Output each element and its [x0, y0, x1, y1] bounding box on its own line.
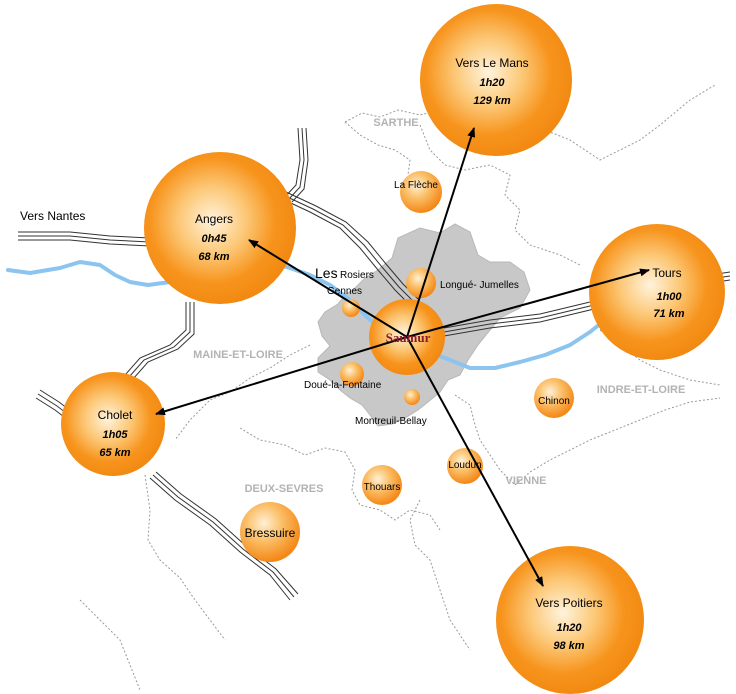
highways — [18, 127, 731, 601]
tours-time: 1h00 — [656, 291, 682, 303]
rosiers-label: Rosiers — [340, 270, 374, 281]
region-sarthe: SARTHE — [373, 117, 418, 129]
doue-circle — [340, 362, 364, 386]
chinon-label: Chinon — [538, 396, 570, 407]
poitiers-time: 1h20 — [556, 622, 582, 634]
cholet-circle — [61, 372, 165, 476]
le-mans-distance: 129 km — [473, 95, 511, 107]
poitiers-circle — [496, 546, 644, 694]
gennes-circle — [342, 299, 360, 317]
la-fleche-circle — [400, 171, 442, 213]
angers-circle — [144, 152, 296, 304]
region-maine-et-loire: MAINE-ET-LOIRE — [193, 349, 283, 361]
tours-distance: 71 km — [653, 308, 684, 320]
la-fleche-label: La Flèche — [394, 180, 438, 191]
saumur-label: Saumur — [386, 330, 431, 345]
tours-name: Tours — [652, 266, 681, 280]
les-label: Les — [315, 265, 338, 281]
arrow-cholet — [155, 336, 408, 416]
region-vienne: VIENNE — [506, 475, 547, 487]
le-mans-name: Vers Le Mans — [455, 56, 528, 70]
bressuire-circle — [240, 502, 300, 562]
region-deux-sevres: DEUX-SEVRES — [245, 483, 324, 495]
angers-time: 0h45 — [201, 233, 227, 245]
poitiers-distance: 98 km — [553, 640, 584, 652]
chinon-circle — [534, 378, 574, 418]
region-indre-et-loire: INDRE-ET-LOIRE — [597, 384, 686, 396]
cholet-time: 1h05 — [102, 429, 128, 441]
arrow-le-mans — [406, 127, 476, 338]
cholet-name: Cholet — [98, 408, 133, 422]
poitiers-name: Vers Poitiers — [535, 596, 602, 610]
route-arrows — [155, 127, 650, 587]
le-mans-time: 1h20 — [479, 77, 505, 89]
longue-label: Longué- Jumelles — [440, 280, 519, 291]
montreuil-label: Montreuil-Bellay — [355, 416, 427, 427]
arrow-angers — [248, 239, 408, 338]
le-mans-circle — [420, 4, 572, 156]
angers-distance: 68 km — [198, 251, 229, 263]
arrow-poitiers — [406, 336, 544, 587]
gennes-label: Gennes — [327, 286, 362, 297]
angers-name: Angers — [195, 212, 233, 226]
cholet-distance: 65 km — [99, 447, 130, 459]
arrow-tours — [406, 268, 650, 338]
tours-circle — [589, 224, 725, 360]
loudun-label: Loudun — [448, 460, 481, 471]
bressuire-label: Bressuire — [245, 526, 296, 540]
vers-nantes-label: Vers Nantes — [20, 209, 85, 223]
montreuil-circle — [404, 389, 420, 405]
thouars-label: Thouars — [364, 482, 401, 493]
longue-circle — [406, 268, 436, 298]
doue-label: Doué-la-Fontaine — [304, 380, 382, 391]
loudun-circle — [447, 448, 483, 484]
thouars-circle — [362, 465, 402, 505]
